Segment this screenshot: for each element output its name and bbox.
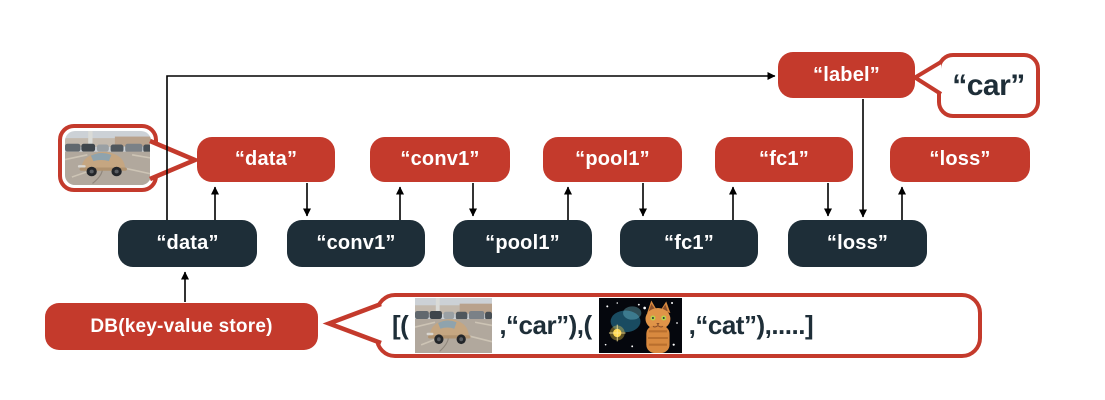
layer-box-loss: “loss” [788, 220, 927, 267]
layer-box-fc1: “fc1” [620, 220, 758, 267]
layer-box-data: “data” [118, 220, 257, 267]
layer-label: “data” [156, 232, 219, 254]
layer-label: “fc1” [664, 232, 714, 254]
cat-photo [599, 298, 682, 353]
car-value-callout: “car” [937, 53, 1040, 118]
blob-label: “conv1” [400, 148, 480, 170]
blob-box-data: “data” [197, 137, 335, 182]
car-photo [415, 298, 492, 353]
db-contents-open: [( [392, 310, 409, 340]
car-photo [65, 131, 151, 185]
blob-label: “loss” [929, 148, 991, 170]
blob-label: “label” [813, 63, 880, 86]
car-photo-callout [58, 124, 158, 192]
layer-label: “pool1” [485, 232, 560, 254]
blob-box-conv1: “conv1” [370, 137, 510, 182]
arrow-lines [166, 72, 906, 302]
layer-box-conv1: “conv1” [287, 220, 425, 267]
db-contents-callout: [( ,“car”),( ,“cat”),.....] [375, 293, 982, 358]
layer-label: “loss” [826, 232, 889, 254]
db-contents-after-cat: ,“cat”),.....] [688, 310, 814, 340]
layer-box-pool1: “pool1” [453, 220, 592, 267]
blob-box-fc1: “fc1” [715, 137, 853, 182]
db-box: DB(key-value store) [45, 303, 318, 350]
blob-label: “data” [234, 148, 298, 170]
blob-box-label: “label” [778, 52, 915, 98]
db-contents-after-car: ,“car”),( [499, 310, 592, 340]
blob-label: “fc1” [759, 148, 809, 170]
blob-label: “pool1” [575, 148, 650, 170]
layer-label: “conv1” [316, 232, 396, 254]
blob-box-pool1: “pool1” [543, 137, 682, 182]
car-value-text: “car” [952, 68, 1025, 102]
blob-box-loss: “loss” [890, 137, 1030, 182]
db-contents-callout-pointer [322, 301, 382, 346]
db-box-label: DB(key-value store) [90, 315, 273, 337]
